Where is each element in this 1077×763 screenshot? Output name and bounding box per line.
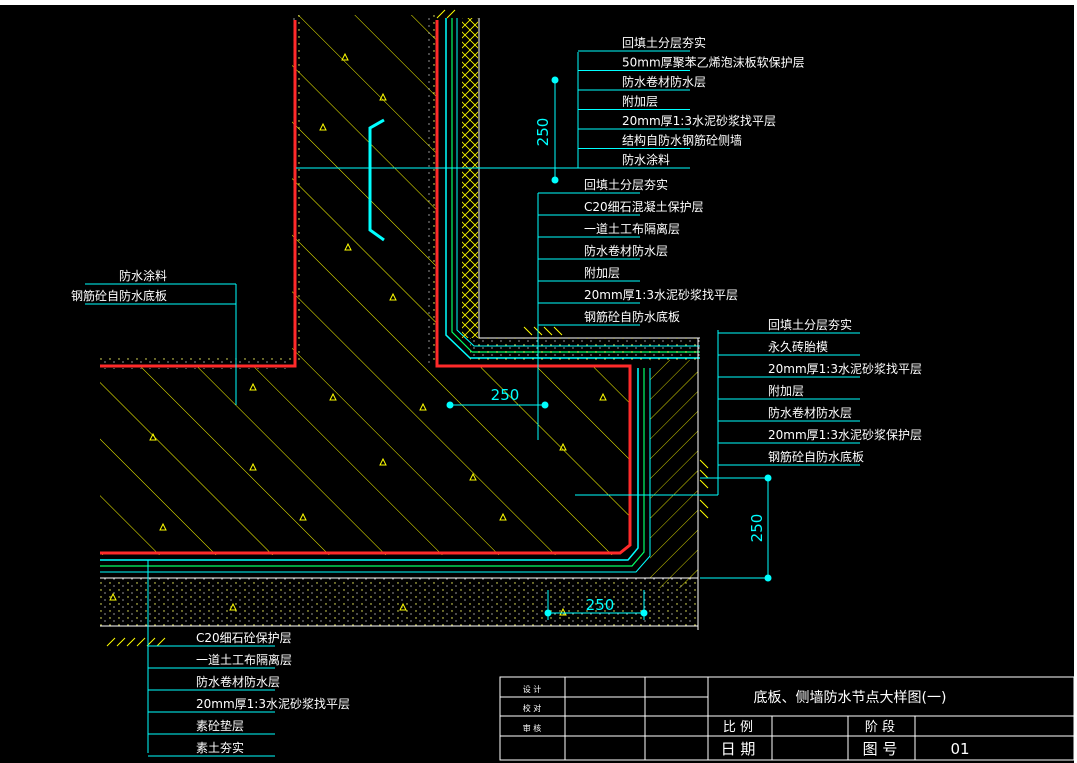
callout-label: 回填土分层夯实 (768, 317, 852, 332)
callout-label: 钢筋砼自防水底板 (71, 288, 167, 303)
tb-scale-label: 比 例 (723, 720, 753, 735)
callout-label: 防水卷材防水层 (622, 74, 706, 89)
brick-mould (100, 338, 699, 630)
dim-bottom-horizontal: 250 (586, 596, 615, 614)
callout-label: 防水卷材防水层 (196, 674, 280, 689)
dim-top-vertical: 250 (534, 118, 552, 147)
callout-label: 附加层 (622, 95, 658, 109)
callout-label: 附加层 (768, 384, 804, 398)
callout-label: C20细石砼保护层 (196, 631, 292, 645)
tb-role-design: 设 计 (523, 684, 542, 694)
callout-label: 防水涂料 (622, 152, 670, 167)
callout-label: 20mm厚1:3水泥砂浆找平层 (768, 361, 922, 376)
dimension-dots (446, 76, 772, 617)
callout-label: 素土夯实 (196, 740, 244, 755)
callout-label: 素砼垫层 (196, 718, 244, 733)
tb-stage-label: 阶 段 (865, 720, 895, 735)
callout-label: 钢筋砼自防水底板 (768, 449, 864, 464)
callout-label: 20mm厚1:3水泥砂浆找平层 (622, 113, 776, 128)
tb-drawing-no-label: 图 号 (863, 740, 898, 758)
outer-wall-layers (445, 18, 700, 360)
callout-label: 回填土分层夯实 (622, 35, 706, 50)
callout-label: 一道土工布隔离层 (584, 221, 680, 236)
concrete-structure (100, 15, 630, 555)
aggregate-marks (109, 52, 607, 616)
dim-middle-horizontal: 250 (491, 386, 520, 404)
window-top-border (0, 0, 1077, 5)
callout-label: 一道土工布隔离层 (196, 652, 292, 667)
callout-label: 防水卷材防水层 (584, 243, 668, 258)
window-right-border (1074, 0, 1077, 763)
callout-label: 附加层 (584, 266, 620, 280)
callout-label: 防水涂料 (119, 268, 167, 283)
title-block (499, 676, 1075, 761)
tb-date-label: 日 期 (721, 740, 756, 758)
callout-label: 防水卷材防水层 (768, 405, 852, 420)
rebar-symbol (368, 118, 385, 242)
callout-label: 20mm厚1:3水泥砂浆找平层 (584, 287, 738, 302)
callout-label: 50mm厚聚苯乙烯泡沫板软保护层 (622, 56, 805, 70)
tb-role-review: 审 核 (523, 723, 542, 733)
callout-label: C20细石混凝土保护层 (584, 199, 704, 214)
dim-right-vertical: 250 (748, 514, 766, 543)
callout-label: 永久砖胎模 (768, 339, 828, 354)
callout-label: 回填土分层夯实 (584, 177, 668, 192)
callout-label: 结构自防水钢筋砼侧墙 (622, 133, 742, 148)
tb-title: 底板、侧墙防水节点大样图(一) (754, 690, 947, 706)
callout-label: 20mm厚1:3水泥砂浆找平层 (196, 696, 350, 711)
tb-drawing-no: 01 (950, 740, 969, 758)
callout-label: 20mm厚1:3水泥砂浆保护层 (768, 427, 922, 442)
tb-role-check: 校 对 (523, 703, 542, 713)
leader-lines (147, 52, 769, 753)
waterproof-coating-lines (100, 20, 632, 555)
callout-label: 钢筋砼自防水底板 (584, 309, 680, 324)
